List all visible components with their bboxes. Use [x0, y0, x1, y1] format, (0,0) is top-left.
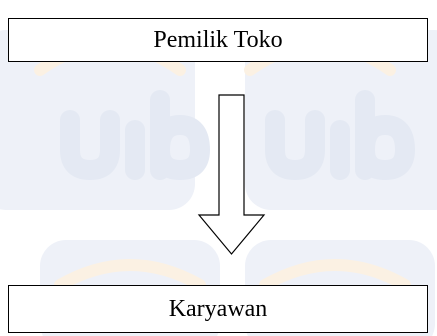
- node-karyawan: Karyawan: [8, 285, 428, 333]
- node-karyawan-label: Karyawan: [168, 295, 268, 322]
- watermark-arc: [54, 259, 206, 291]
- node-pemilik-toko-label: Pemilik Toko: [153, 26, 283, 53]
- watermark-arc: [259, 259, 411, 291]
- flow-arrow: [197, 94, 266, 255]
- watermark-tile: [0, 30, 195, 210]
- node-pemilik-toko: Pemilik Toko: [8, 18, 428, 62]
- watermark-uib-right: [265, 90, 416, 181]
- watermark-uib-left: [60, 90, 211, 181]
